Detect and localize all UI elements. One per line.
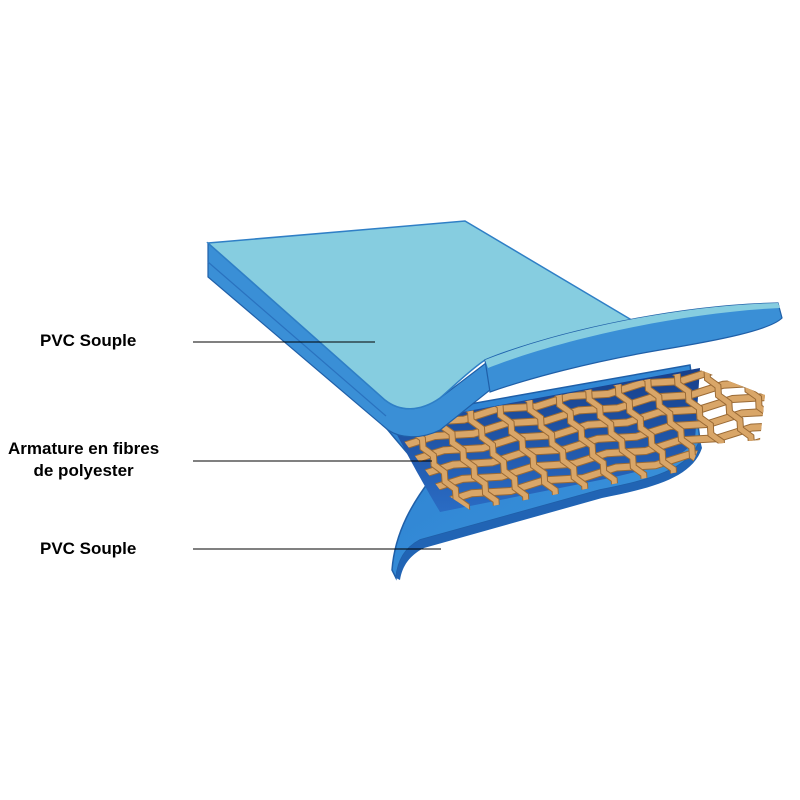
- label-pvc-bottom: PVC Souple: [40, 539, 137, 558]
- leader-lines: [193, 341, 441, 550]
- label-polyester-armature: Armature en fibres de polyester: [8, 438, 159, 482]
- label-pvc-top: PVC Souple: [40, 331, 137, 350]
- label-polyester-line2: de polyester: [33, 461, 134, 480]
- label-polyester-line1: Armature en fibres: [8, 439, 160, 458]
- pvc-top-layer: [206, 220, 783, 438]
